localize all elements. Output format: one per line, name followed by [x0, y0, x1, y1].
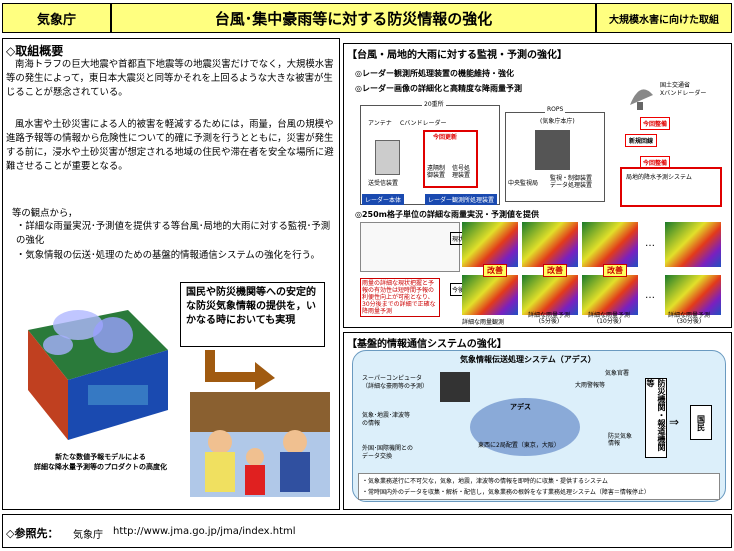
office1-label: 大雨警報等	[575, 382, 606, 389]
rops-label: ROPS	[545, 106, 566, 113]
area-map	[360, 222, 460, 272]
footer-org: 気象庁	[73, 530, 103, 541]
plan1-label: 今回整備	[640, 117, 671, 130]
processor-highlight	[423, 130, 478, 188]
overview-para2: 風水害や土砂災害による人的被害を軽減するためには，雨量，台風の規模や進路予報等の…	[6, 119, 334, 172]
ellipsis-1: …	[645, 238, 655, 249]
cap-30: 詳細な雨量予測 (30分後)	[668, 312, 711, 325]
overview-para1: 南海トラフの巨大地震や首都直下地震等の地震災害だけでなく，大規模水害等の発生によ…	[6, 59, 334, 98]
rain-map-now-4	[665, 222, 721, 267]
grid-item: ◎250m格子単位の詳細な雨量実況・予測値を提供	[355, 210, 540, 219]
bullet-1: ・詳細な雨量実況･予測値を提供する等台風･局地的大雨に対する監視･予測の強化	[16, 221, 331, 246]
note-box: 雨量の詳細な現状把握と予報の有効性は短時間予報の利便性向上が可能となり、30分後…	[360, 278, 440, 317]
ades-core	[470, 398, 580, 456]
monitoring-item2: ◎レーダー画像の詳細化と高精度な降雨量予測	[355, 84, 522, 93]
tx-label: 送受信装置	[368, 180, 399, 187]
cap-5: 詳細な雨量予測 (5分後)	[528, 312, 571, 325]
footer-url[interactable]: http://www.jma.go.jp/jma/index.html	[113, 526, 296, 537]
server-rack	[535, 130, 570, 170]
improve-3: 改善	[603, 264, 627, 277]
improve-2: 改善	[543, 264, 567, 277]
cap-obs: 詳細な雨量観測	[462, 319, 505, 326]
overview-para3: 等の観点から，	[12, 208, 78, 219]
cap-10: 詳細な雨量予測 (10分後)	[588, 312, 631, 325]
improve-1: 改善	[483, 264, 507, 277]
footer-label: ◇参照先：	[6, 527, 59, 540]
xband-radar-icon	[625, 80, 655, 110]
rain-map-future-3	[582, 275, 638, 315]
monitor-label: 監視・制御装置 データ処理装置	[550, 175, 593, 189]
agency-label: 気象庁	[2, 3, 111, 33]
hq-label: (気象庁本庁)	[540, 118, 575, 125]
new-line-label: 新規回線	[625, 134, 658, 147]
rain-map-future-2	[522, 275, 578, 315]
tag-label: 大規模水害に向けた取組	[596, 3, 732, 33]
rain-map-now-2	[522, 222, 578, 267]
office3-label: 防災気象 情報	[608, 433, 633, 447]
input1-label: 気象･地震･津波等 の情報	[362, 412, 411, 427]
xband-label: Xバンドレーダー	[660, 90, 707, 97]
rain-map-future-1	[462, 275, 518, 315]
arrow-right-icon: ⇒	[669, 415, 680, 429]
input2-label: 外国･国際機関との データ交換	[362, 445, 413, 460]
xband-org: 国土交通省	[660, 82, 691, 89]
model-caption: 新たな数値予報モデルによる 詳細な降水量予測等のプロダクトの高度化	[34, 453, 167, 471]
footer-box	[2, 514, 732, 548]
ellipsis-2: …	[645, 290, 655, 301]
arrow-icon	[200, 350, 280, 390]
ades-title: 気象情報伝送処理システム（アデス）	[460, 355, 596, 364]
monitoring-item1: ◎レーダー観測所処理装置の機能維持・強化	[355, 69, 514, 78]
proc-label: 遠隔制御装置	[427, 165, 446, 179]
rain-map-now-3	[582, 222, 638, 267]
model-3d-image	[18, 290, 178, 450]
rain-map-now-1	[462, 222, 518, 267]
ades-bullet1: ・気象業務遂行に不可欠な，気象，地震，津波等の情報を即時的に収集・提供するシステ…	[362, 478, 608, 485]
agencies-label: 防災機関・報道機関等	[645, 378, 667, 458]
network-title: 【基盤的情報通信システムの強化】	[347, 339, 507, 350]
overview-title: ◇取組概要	[6, 44, 64, 58]
page-title: 台風･集中豪雨等に対する防災情報の強化	[111, 3, 596, 33]
center-label: 中央監視局	[508, 180, 539, 187]
proc2-label: 信号処理装置	[452, 165, 471, 179]
bullet-2: ・気象情報の伝送･処理のための基盤的情報通信システムの強化を行う。	[16, 250, 320, 261]
tx-device	[375, 140, 400, 175]
antenna-label: アンテナ	[368, 120, 392, 127]
ades-label: アデス	[510, 403, 531, 411]
public-label: 国民	[690, 405, 712, 440]
local-system-box	[620, 167, 722, 207]
ades-bullet2: ・常時国内外のデータを収集・解析・配信し，気象業務の根幹をなす業務処理システム（…	[362, 489, 650, 496]
super-label: スーパーコンピュータ （詳細な豪雨等の予測）	[362, 375, 429, 390]
monitoring-title: 【台風・局地的大雨に対する監視・予測の強化】	[347, 50, 567, 61]
sites-label: 東西に2局配置（東京，大阪）	[478, 442, 560, 449]
office2-label: 気象官署	[605, 370, 630, 377]
update-label: 今回更新	[433, 134, 458, 141]
radar-proc-label: レーダー観測所処理装置	[425, 194, 498, 205]
band-label: Cバンドレーダー	[400, 120, 447, 127]
rain-map-future-4	[665, 275, 721, 315]
supercomputer-image	[440, 372, 470, 402]
site-label: 20重所	[422, 99, 446, 108]
evacuation-illustration	[190, 392, 330, 497]
local-sys-label: 局地的降水予測システム	[626, 174, 692, 181]
callout-box: 国民や防災機関等への安定的な防災気象情報の提供を，いかなる時においても実現	[180, 282, 325, 347]
radar-body-label: レーダー本体	[362, 194, 405, 205]
ades-notes	[358, 473, 720, 500]
